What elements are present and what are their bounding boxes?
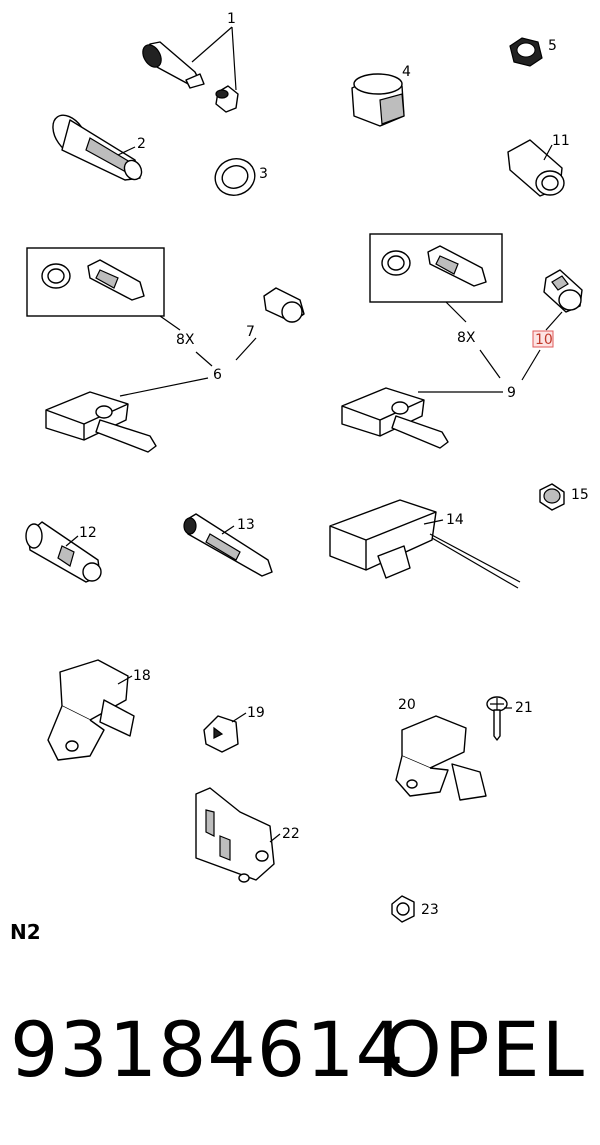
part-19-clip bbox=[203, 715, 239, 753]
part-6-tpms-sensor bbox=[45, 391, 157, 453]
parts-diagram: 1 2 3 4 5 11 8X bbox=[25, 11, 589, 923]
section-code: N2 bbox=[10, 920, 41, 944]
leader-line-11 bbox=[543, 144, 553, 161]
part-15-nut bbox=[539, 483, 565, 511]
part-10-sleeve bbox=[543, 269, 583, 313]
part-7-cap bbox=[263, 287, 305, 323]
leader-line-2 bbox=[117, 146, 136, 156]
part-18-sensor-bracket bbox=[47, 659, 135, 761]
part-14-receiver-module bbox=[329, 499, 521, 589]
part-1-valve-stem bbox=[142, 41, 239, 113]
part-23-nut bbox=[391, 895, 415, 923]
leader-line-1a bbox=[191, 26, 233, 63]
callout-14[interactable]: 14 bbox=[446, 512, 464, 528]
leader-line-12 bbox=[65, 535, 79, 547]
part-2-valve-stem bbox=[52, 114, 143, 181]
leader-line-6 bbox=[119, 377, 209, 397]
callout-19[interactable]: 19 bbox=[247, 705, 265, 721]
callout-10-highlight bbox=[532, 330, 554, 348]
callout-21[interactable]: 21 bbox=[515, 700, 533, 716]
leader-line-7 bbox=[235, 337, 257, 361]
part-3-washer bbox=[214, 158, 256, 196]
callout-4[interactable]: 4 bbox=[402, 64, 411, 80]
callout-8x-left[interactable]: 8X bbox=[176, 332, 195, 348]
callout-18[interactable]: 18 bbox=[133, 668, 151, 684]
callout-1[interactable]: 1 bbox=[227, 11, 236, 27]
callout-3[interactable]: 3 bbox=[259, 166, 268, 182]
leader-line-19 bbox=[231, 712, 247, 723]
callout-22[interactable]: 22 bbox=[282, 826, 300, 842]
callout-7[interactable]: 7 bbox=[246, 324, 255, 340]
leader-line-22 bbox=[269, 833, 281, 843]
leader-line-10 bbox=[545, 311, 563, 331]
callout-2[interactable]: 2 bbox=[137, 136, 146, 152]
leader-line-8x-right bbox=[445, 301, 467, 323]
leader-line-8x-6 bbox=[195, 351, 213, 367]
kit-right-contents bbox=[381, 245, 487, 287]
leader-line-8x-left bbox=[159, 315, 181, 331]
leader-line-10-9 bbox=[521, 349, 541, 381]
part-22-bracket bbox=[195, 787, 275, 883]
callout-10[interactable]: 10 bbox=[535, 332, 553, 348]
callout-8x-right[interactable]: 8X bbox=[457, 330, 476, 346]
leader-line-18 bbox=[117, 675, 133, 685]
part-5-small-nut bbox=[509, 37, 543, 67]
leader-line-13 bbox=[221, 525, 235, 535]
callout-9[interactable]: 9 bbox=[507, 385, 516, 401]
part-9-tpms-sensor bbox=[341, 387, 449, 449]
callout-12[interactable]: 12 bbox=[79, 525, 97, 541]
brand-name: OPEL bbox=[381, 1005, 586, 1094]
part-20-sensor bbox=[395, 715, 487, 801]
callout-13[interactable]: 13 bbox=[237, 517, 255, 533]
callout-20[interactable]: 20 bbox=[398, 697, 416, 713]
callout-15[interactable]: 15 bbox=[571, 487, 589, 503]
part-13-tool bbox=[183, 513, 273, 577]
part-11-sleeve bbox=[507, 139, 565, 197]
part-4-nut bbox=[351, 73, 405, 127]
kit-left-contents bbox=[41, 259, 145, 301]
leader-line-1b bbox=[231, 26, 237, 91]
callout-23[interactable]: 23 bbox=[421, 902, 439, 918]
leader-line-8x-9 bbox=[479, 349, 501, 379]
part-21-screw bbox=[486, 696, 508, 741]
callout-6[interactable]: 6 bbox=[213, 367, 222, 383]
callout-5[interactable]: 5 bbox=[548, 38, 557, 54]
part-12-splined-sleeve bbox=[25, 521, 102, 583]
callout-11[interactable]: 11 bbox=[552, 133, 570, 149]
leader-line-14 bbox=[423, 519, 444, 525]
part-number: 93184614 bbox=[10, 1005, 405, 1094]
